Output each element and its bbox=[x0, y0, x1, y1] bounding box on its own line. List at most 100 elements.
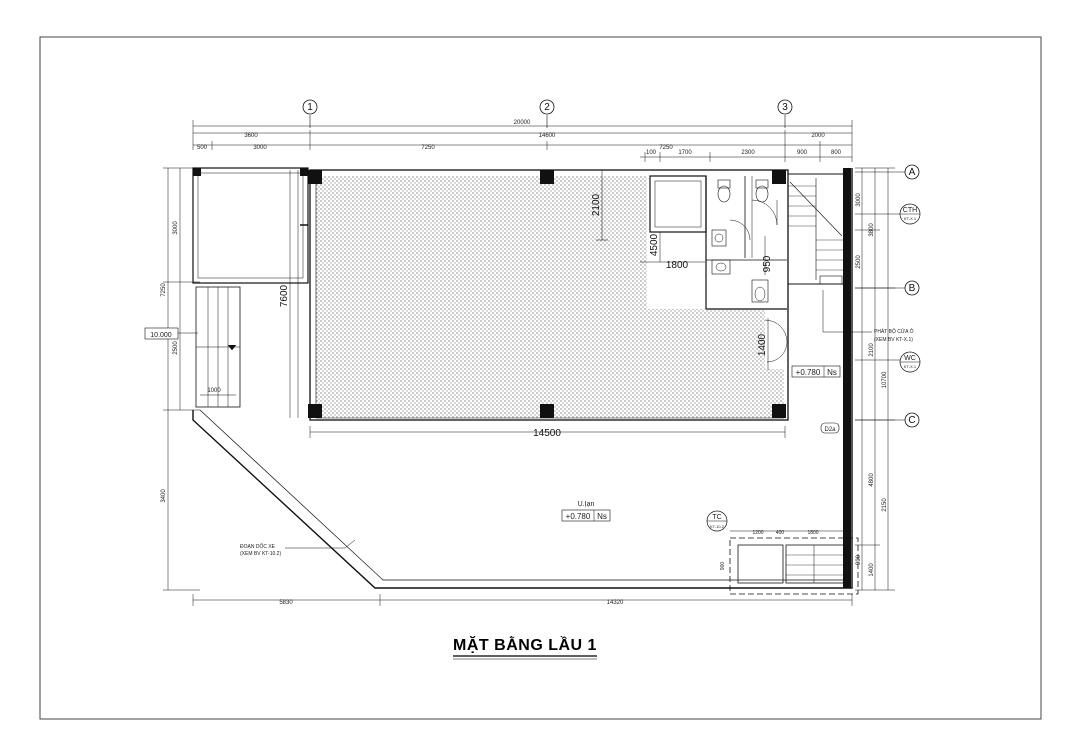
room-level-tag-text: Ns bbox=[827, 368, 837, 377]
stair-note: PHÁT BỘ CỬA Ô (XEM BV KT-X.1) bbox=[822, 290, 914, 343]
stair-note-text: PHÁT BỘ CỬA Ô bbox=[874, 328, 914, 335]
yard-level-tag-text: Ns bbox=[597, 512, 607, 521]
ramp-note-ref: (XEM BV KT-10.2) bbox=[240, 551, 281, 557]
right-dim-f: 2500 bbox=[856, 255, 862, 269]
dim-14500: 14500 bbox=[533, 428, 561, 439]
left-dim-c: 2500 bbox=[173, 341, 179, 355]
column-3a bbox=[772, 170, 786, 184]
tc-dim-b: 400 bbox=[776, 530, 785, 536]
right-dim-i: 1400 bbox=[869, 563, 875, 577]
yard-label: Ụ.Ịạn bbox=[578, 501, 595, 508]
right-dim-a: 3000 bbox=[856, 193, 862, 207]
left-level-value: 10.000 bbox=[150, 332, 172, 339]
top-dim-r3-f: 800 bbox=[831, 150, 842, 156]
columns bbox=[193, 168, 851, 588]
yard-level-tag: Ụ.Ịạn +0.780 Ns bbox=[561, 501, 611, 522]
right-dimension-chains bbox=[855, 167, 895, 591]
top-dim-r4-a: 100 bbox=[646, 150, 657, 156]
room-level-value: +0.780 bbox=[796, 368, 821, 377]
top-dim-r3-d: 7250 bbox=[659, 145, 673, 151]
grid-axis-3: 3 bbox=[777, 99, 793, 128]
main-stair bbox=[787, 173, 845, 285]
cth-tag: CTH KT-X.1 bbox=[855, 203, 921, 225]
bottom-dim-a: 5830 bbox=[279, 600, 293, 606]
ramp-note: ĐOẠN DỐC XE (XEM BV KT-10.2) bbox=[240, 539, 356, 557]
dim-950: 950 bbox=[762, 255, 773, 272]
dim-1800: 1800 bbox=[666, 260, 689, 271]
bottom-dim-b: 14320 bbox=[607, 600, 624, 606]
top-dim-r3-b: 3000 bbox=[253, 145, 267, 151]
drawing-title-block: MẶT BẰNG LẦU 1 bbox=[453, 635, 597, 660]
ramp-note-text: ĐOẠN DỐC XE bbox=[240, 543, 276, 550]
stair-note-ref: (XEM BV KT-X.1) bbox=[874, 337, 913, 343]
tc-ref: KT-10.2 bbox=[710, 524, 725, 529]
grid-label-1: 1 bbox=[307, 102, 313, 113]
top-dim-r4-c: 2300 bbox=[741, 150, 755, 156]
grid-label-B: B bbox=[909, 283, 916, 294]
right-dim-b: 3800 bbox=[869, 223, 875, 237]
yard-level-value: +0.780 bbox=[566, 512, 591, 521]
grid-label-A: A bbox=[909, 167, 916, 178]
service-core bbox=[649, 175, 788, 363]
dim-1000: 1000 bbox=[207, 388, 221, 394]
interior-dimensions bbox=[297, 170, 786, 438]
left-dim-a: 3000 bbox=[173, 221, 179, 235]
left-level-marker: 10.000 bbox=[144, 327, 198, 340]
wc-tag: WC KT-X.1 bbox=[855, 351, 921, 373]
right-dim-c: 10700 bbox=[882, 371, 888, 388]
dim-4500: 4500 bbox=[649, 233, 660, 256]
cth-label: CTH bbox=[903, 207, 917, 214]
left-dim-b: 7250 bbox=[161, 283, 167, 297]
tc-stair-box bbox=[729, 530, 859, 595]
top-dim-r3-e: 900 bbox=[797, 150, 808, 156]
grid-label-2: 2 bbox=[544, 102, 550, 113]
top-dim-r4-b: 1700 bbox=[678, 150, 692, 156]
column-2c bbox=[540, 404, 554, 418]
grid-label-C: C bbox=[908, 415, 915, 426]
column-1c bbox=[308, 404, 322, 418]
tc-dim-a: 1200 bbox=[752, 530, 763, 536]
column-3c bbox=[772, 404, 786, 418]
wc-ref: KT-X.1 bbox=[904, 364, 917, 369]
sheet-frame bbox=[39, 36, 1042, 720]
d2a-tag: D2a bbox=[820, 422, 840, 434]
grid-axis-2: 2 bbox=[539, 99, 555, 128]
top-dim-r3-a: 500 bbox=[197, 145, 208, 151]
right-dim-h: 2100 bbox=[869, 343, 875, 357]
terrace-outline bbox=[192, 168, 853, 589]
left-dim-d: 3400 bbox=[161, 489, 167, 503]
top-dim-overall: 20000 bbox=[514, 120, 531, 126]
right-dim-e: 2150 bbox=[882, 498, 888, 512]
grid-axis-A: A bbox=[855, 164, 920, 180]
top-dim-r3-c: 7250 bbox=[421, 145, 435, 151]
column-left-a bbox=[193, 168, 201, 176]
top-dimension-chains bbox=[192, 120, 853, 162]
right-dim-g: 900 bbox=[856, 554, 862, 565]
tc-dim-c: 1800 bbox=[807, 530, 818, 536]
dim-2100: 2100 bbox=[591, 193, 602, 216]
grid-label-3: 3 bbox=[782, 102, 788, 113]
top-dim-r2-c: 2000 bbox=[811, 133, 825, 139]
balcony-block bbox=[192, 167, 309, 284]
dim-1400: 1400 bbox=[757, 333, 768, 356]
right-dim-d: 4800 bbox=[869, 473, 875, 487]
left-dimension-chains bbox=[163, 167, 200, 591]
top-dim-r2-b: 14600 bbox=[539, 133, 556, 139]
d2a-label: D2a bbox=[824, 427, 836, 433]
grid-axis-1: 1 bbox=[302, 99, 318, 128]
column-1a bbox=[308, 170, 322, 184]
top-dim-r2-a: 3600 bbox=[244, 133, 258, 139]
dim-7600: 7600 bbox=[279, 284, 290, 307]
stair-mask bbox=[765, 309, 787, 369]
left-stair bbox=[195, 286, 241, 408]
column-2a bbox=[540, 170, 554, 184]
tc-dim-d: 900 bbox=[720, 562, 726, 571]
drawing-title: MẶT BẰNG LẦU 1 bbox=[453, 635, 597, 654]
wc-label: WC bbox=[904, 355, 916, 362]
cth-ref: KT-X.1 bbox=[904, 216, 917, 221]
column-right bbox=[843, 168, 851, 588]
tc-label: TC bbox=[712, 514, 721, 521]
column-left-b bbox=[300, 168, 308, 176]
